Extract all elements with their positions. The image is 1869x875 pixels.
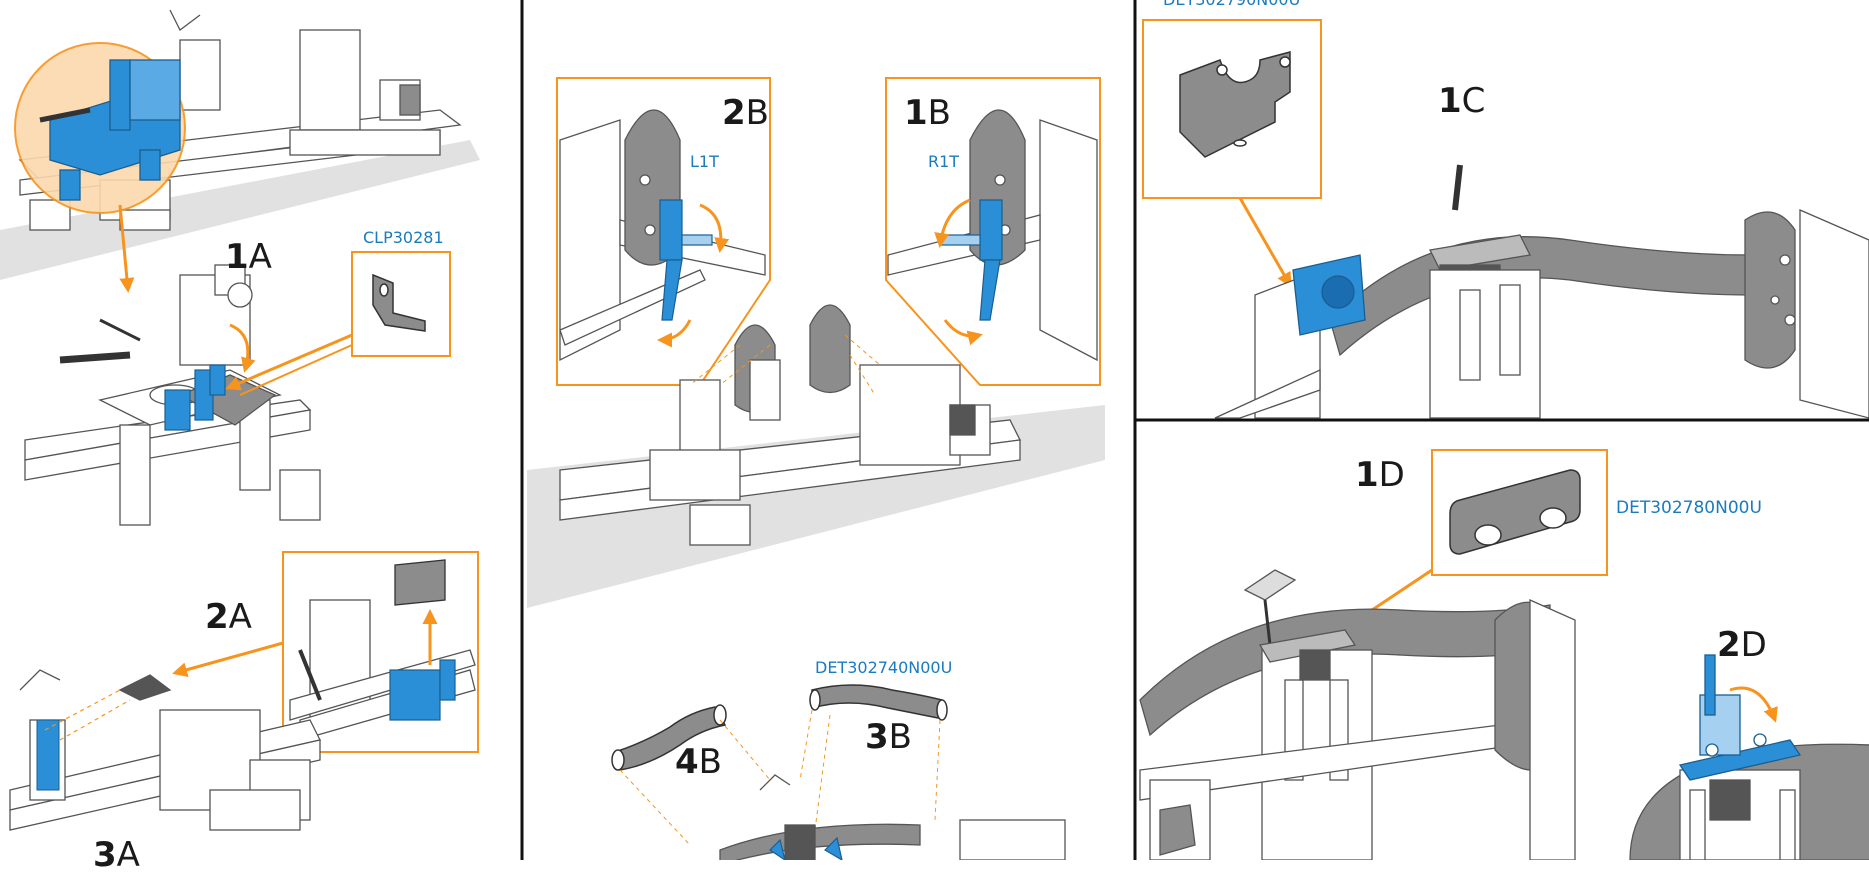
step-label-2b: 2B	[722, 93, 769, 133]
fixture-2a-blue-post	[36, 719, 60, 791]
fixture-bottom-middle-blue	[769, 836, 843, 860]
clamp-2d-blue	[1678, 654, 1802, 781]
fixture-bottom-middle	[719, 774, 1066, 860]
clamp-1b-blue	[939, 199, 1003, 321]
det780-part-icon	[1449, 469, 1581, 555]
step-label-1d: 1D	[1355, 455, 1405, 495]
part-code-r1t: R1T	[928, 152, 960, 171]
part-code-det302790n00u: DET302790N00U	[1163, 0, 1300, 8]
overview-fixture-top-left	[0, 9, 480, 280]
step-label-3a: 3A	[93, 835, 140, 875]
tube-4b	[611, 704, 727, 771]
dashed-guides-2a	[44, 689, 131, 741]
fixture-2a-gray-part	[394, 559, 446, 606]
fixture-2a-inset	[289, 599, 476, 741]
step-label-2d: 2D	[1717, 625, 1767, 665]
callout-box-clp30281	[351, 251, 451, 357]
panel-dividers	[520, 0, 1869, 860]
fixture-2a-main	[9, 669, 321, 831]
fixture-1c	[1214, 164, 1869, 419]
tube-3b	[809, 684, 948, 721]
fixture-2a-blue-part	[389, 659, 456, 721]
rotate-arrow-2d	[1729, 686, 1778, 723]
clamp-2b-blue	[659, 199, 713, 321]
part-code-clp30281: CLP30281	[363, 228, 444, 247]
fixture-1a-blue-part	[164, 364, 226, 431]
det790-installed-blue	[1292, 254, 1366, 336]
step-label-1b: 1B	[904, 93, 951, 133]
step-label-1a: 1A	[225, 237, 272, 277]
fixture-1d	[1139, 569, 1576, 860]
step-label-4b: 4B	[675, 742, 722, 782]
dashed-guides-bottom-middle	[619, 709, 941, 846]
step-label-3b: 3B	[865, 717, 912, 757]
part-code-det302740n00u: DET302740N00U	[815, 658, 953, 677]
det790-part-icon	[1179, 51, 1291, 158]
step-label-1c: 1C	[1438, 81, 1486, 121]
part-code-det302780n00u: DET302780N00U	[1616, 498, 1762, 518]
rotate-arrow-1a	[229, 323, 256, 373]
highlighted-clamp-top	[39, 59, 181, 201]
overview-fixture-middle	[559, 304, 1021, 546]
clp30281-part-icon	[372, 273, 426, 332]
dashed-guides-middle	[689, 334, 881, 396]
step-label-2a: 2A	[205, 597, 252, 637]
part-code-l1t: L1T	[690, 152, 719, 171]
